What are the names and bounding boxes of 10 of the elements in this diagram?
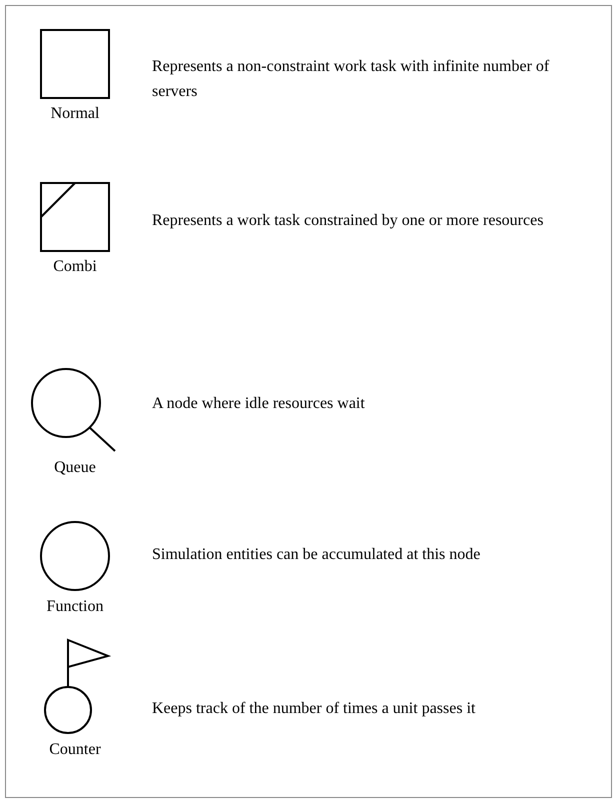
symbol-name: Combi (53, 257, 97, 277)
symbol-name: Queue (54, 458, 96, 478)
description-text: Represents a non-constraint work task with infinite number of servers (152, 57, 550, 102)
symbol-name: Counter (49, 740, 101, 760)
symbol-name: Normal (50, 104, 100, 124)
description-text: A node where idle resources wait (152, 394, 366, 414)
description-text: Simulation entities can be accumulated at this node (152, 545, 482, 565)
description-text: Represents a work task constrained by one or more resources (152, 211, 544, 231)
description-text: Keeps track of the number of times a unit passes it (152, 699, 476, 719)
symbol-name: Function (46, 597, 104, 617)
